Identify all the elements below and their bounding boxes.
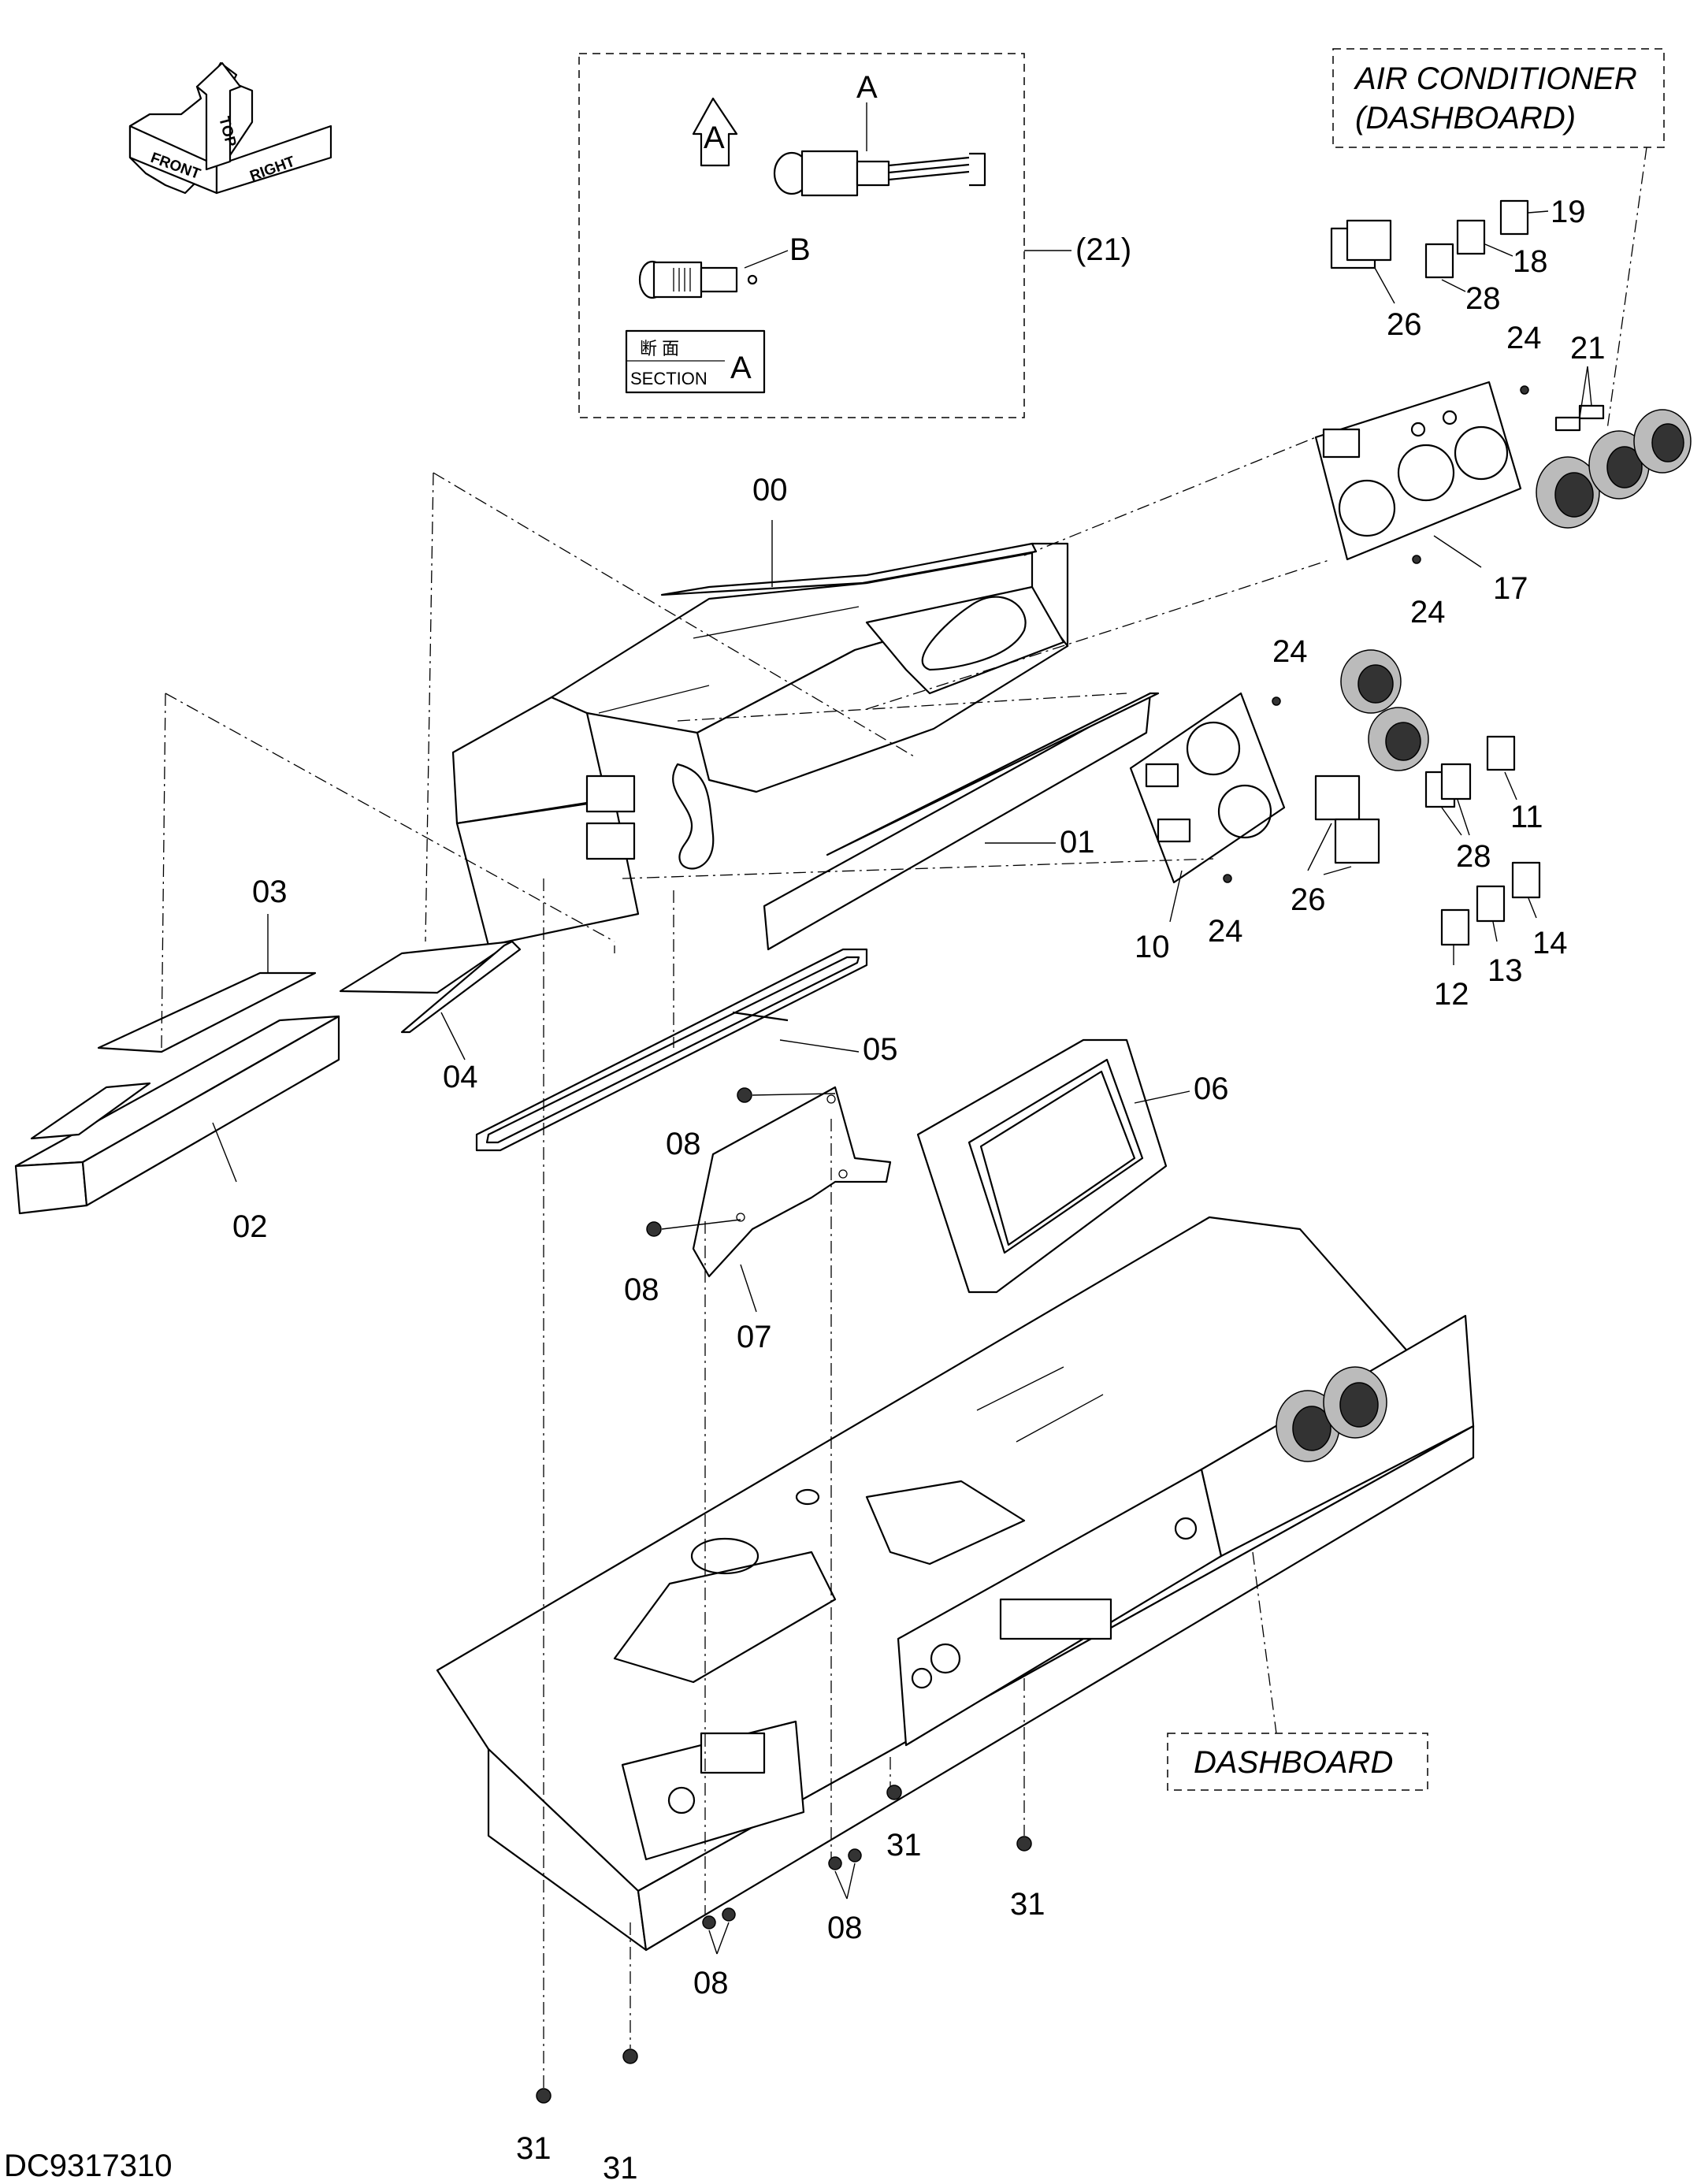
switch-28-icon-upper (1424, 243, 1454, 279)
bolt-31-icon-b (1016, 1836, 1032, 1852)
callout-a-label: A (856, 70, 878, 105)
part-17-ac-panel (1314, 381, 1522, 561)
bolt-08-lower-icon (646, 1219, 741, 1237)
callout-19-label: 19 (1551, 195, 1586, 229)
part-00-console-cover (451, 542, 1069, 947)
switch-14-icon (1511, 861, 1541, 899)
view-marker-arrow-icon (692, 97, 738, 167)
part-02-lower-tray (14, 1015, 340, 1215)
callout-12-label: 12 (1434, 977, 1469, 1012)
callout-31a-label: 31 (886, 1828, 922, 1863)
callout-26b-label: 26 (1291, 882, 1326, 917)
callout-31b-label: 31 (1010, 1887, 1045, 1922)
callout-04-label: 04 (443, 1060, 478, 1094)
callout-24a-label: 24 (1272, 634, 1308, 669)
callout-24c-label: 24 (1506, 321, 1542, 355)
switch-26-group-lower (1314, 774, 1380, 864)
part-07-monitor-bracket (692, 1086, 892, 1278)
callout-24b-label: 24 (1208, 914, 1243, 949)
bolt-31-icon-d (622, 2048, 638, 2064)
part-06-monitor (916, 1038, 1168, 1294)
ac-vents (1536, 409, 1692, 529)
switch-19-icon (1499, 199, 1529, 236)
callout-08c-label: 08 (827, 1911, 863, 1945)
part-05-frame-seal (475, 948, 868, 1152)
callout-08b-label: 08 (624, 1272, 659, 1307)
callout-05-label: 05 (863, 1032, 898, 1067)
section-label: SECTION (630, 369, 708, 388)
callout-13-label: 13 (1487, 953, 1523, 988)
callout-31d-label: 31 (603, 2151, 638, 2184)
callout-28a-label: 28 (1465, 281, 1501, 316)
callout-26a-label: 26 (1387, 307, 1422, 342)
callout-11-label: 11 (1510, 800, 1543, 834)
callout-21-label: 21 (1570, 331, 1606, 366)
callout-28b-label: 28 (1456, 839, 1491, 874)
callout-24d-label: 24 (1410, 595, 1446, 630)
air-conditioner-heading-line1: AIR CONDITIONER (1354, 61, 1637, 96)
lamp-socket-part (773, 150, 986, 197)
callout-00-label: 00 (752, 473, 788, 507)
callout-17-label: 17 (1493, 571, 1528, 606)
callout-31c-label: 31 (516, 2131, 552, 2166)
switch-28-group-lower (1424, 763, 1472, 808)
part-10-gauge-panel (1129, 692, 1286, 884)
callout-08d-label: 08 (693, 1966, 729, 2000)
bolt-08-pair-left-icon (702, 1907, 736, 1930)
lamp-21-icons (1554, 404, 1605, 432)
bolt-08-upper-icon (737, 1087, 836, 1103)
section-id-label: A (730, 351, 752, 385)
dashboard-frame (436, 1216, 1475, 1952)
part-01-side-panel (763, 692, 1152, 951)
bulb-part (638, 260, 758, 299)
callout-14-label: 14 (1532, 926, 1568, 960)
group-ref-label: (21) (1075, 232, 1131, 267)
assembly-center-lines (161, 436, 1332, 2096)
switch-26-group-upper (1330, 219, 1392, 269)
bolt-08-pair-right-icon (828, 1848, 862, 1870)
screw-24-icon-2 (1223, 874, 1232, 883)
bolt-31-icon-a (886, 1785, 902, 1800)
callout-18-label: 18 (1513, 244, 1548, 279)
detail-box: A A B 断 面 SECTION A (21) (578, 53, 1131, 418)
orientation-cube-icon: FRONT TOP RIGHT (128, 61, 332, 195)
callout-03-label: 03 (252, 875, 288, 909)
drawing-id: DC9317310 (4, 2149, 173, 2183)
callout-10-label: 10 (1135, 930, 1170, 964)
callout-b-label: B (789, 232, 811, 267)
dashboard-heading: DASHBOARD (1194, 1745, 1393, 1780)
screw-24-icon-4 (1412, 555, 1421, 564)
screw-24-icon-3 (1520, 385, 1529, 395)
callout-06-label: 06 (1194, 1072, 1229, 1106)
switch-12-icon (1440, 908, 1470, 946)
part-04-bracket (339, 940, 522, 1034)
section-jp-label: 断 面 (640, 339, 679, 358)
callout-08a-label: 08 (666, 1127, 701, 1161)
callout-01-label: 01 (1060, 825, 1095, 860)
air-conditioner-heading-line2: (DASHBOARD) (1355, 101, 1576, 136)
switch-11-icon (1486, 735, 1516, 771)
callout-07-label: 07 (737, 1320, 772, 1354)
gauge-pods (1340, 649, 1429, 771)
screw-24-icon (1272, 696, 1281, 706)
part-03-cover-plate (97, 971, 317, 1053)
dashboard-heading-box (1167, 1733, 1428, 1791)
view-marker-letter: A (704, 121, 725, 155)
switch-18-icon (1456, 219, 1486, 255)
switch-13-icon (1476, 885, 1506, 923)
callout-02-label: 02 (232, 1209, 268, 1244)
air-conditioner-heading-box (1332, 48, 1665, 148)
bolt-31-icon-c (536, 2088, 552, 2104)
